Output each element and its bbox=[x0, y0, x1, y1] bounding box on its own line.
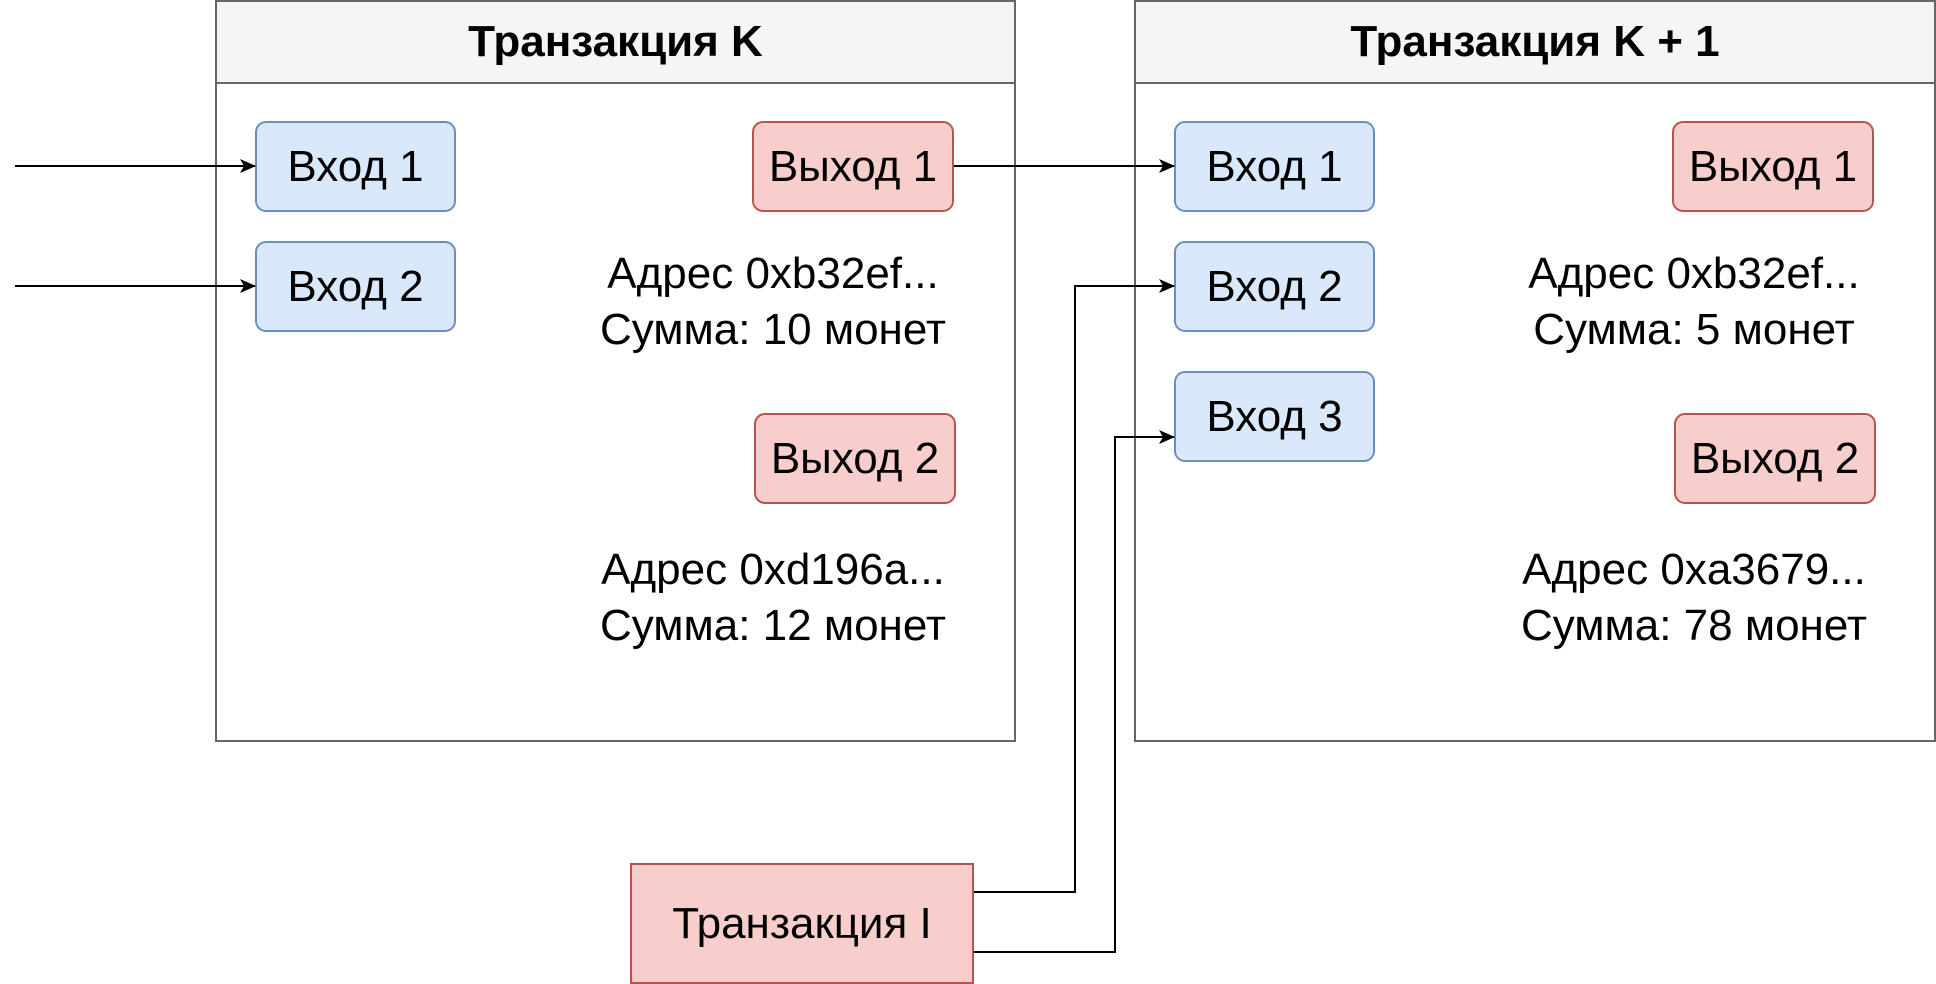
arrow-transaction-i-to-k-plus-1-input-3 bbox=[974, 430, 1175, 953]
transaction-k-plus-1-output-1: Выход 1 bbox=[1672, 121, 1874, 212]
transaction-k-plus-1-output-2-details: Адрес 0xa3679... Сумма: 78 монет bbox=[1494, 542, 1894, 654]
transaction-k-plus-1-title: Транзакция K + 1 bbox=[1136, 2, 1934, 84]
transaction-k-plus-1-output-2-amount: Сумма: 78 монет bbox=[1520, 601, 1868, 650]
transaction-k-output-1-amount: Сумма: 10 монет bbox=[599, 305, 947, 354]
transaction-k-output-1-details: Адрес 0xb32ef... Сумма: 10 монет bbox=[573, 246, 973, 358]
transaction-k-plus-1-input-2: Вход 2 bbox=[1174, 241, 1375, 332]
transaction-k-plus-1-output-1-address: Адрес 0xb32ef... bbox=[1528, 249, 1860, 298]
transaction-k-output-2-amount: Сумма: 12 монет bbox=[599, 601, 947, 650]
transaction-k-plus-1-output-2-address: Адрес 0xa3679... bbox=[1522, 545, 1866, 594]
transaction-k-input-2: Вход 2 bbox=[255, 241, 456, 332]
transaction-k-output-2-details: Адрес 0xd196a... Сумма: 12 монет bbox=[573, 542, 973, 654]
transaction-k-plus-1-input-3: Вход 3 bbox=[1174, 371, 1375, 462]
transaction-k-plus-1-input-1: Вход 1 bbox=[1174, 121, 1375, 212]
transaction-k-output-2-address: Адрес 0xd196a... bbox=[601, 545, 945, 594]
transaction-k-plus-1-output-1-amount: Сумма: 5 монет bbox=[1533, 305, 1855, 354]
arrow-transaction-i-to-k-plus-1-input-2 bbox=[974, 279, 1175, 893]
transaction-k-input-1: Вход 1 bbox=[255, 121, 456, 212]
transaction-k-output-2: Выход 2 bbox=[754, 413, 956, 504]
transaction-k-plus-1-output-2: Выход 2 bbox=[1674, 413, 1876, 504]
transaction-k-output-1-address: Адрес 0xb32ef... bbox=[607, 249, 939, 298]
transaction-i-box: Транзакция I bbox=[630, 863, 974, 984]
transaction-k-plus-1-output-1-details: Адрес 0xb32ef... Сумма: 5 монет bbox=[1494, 246, 1894, 358]
transaction-k-title: Транзакция K bbox=[217, 2, 1014, 84]
transaction-k-output-1: Выход 1 bbox=[752, 121, 954, 212]
